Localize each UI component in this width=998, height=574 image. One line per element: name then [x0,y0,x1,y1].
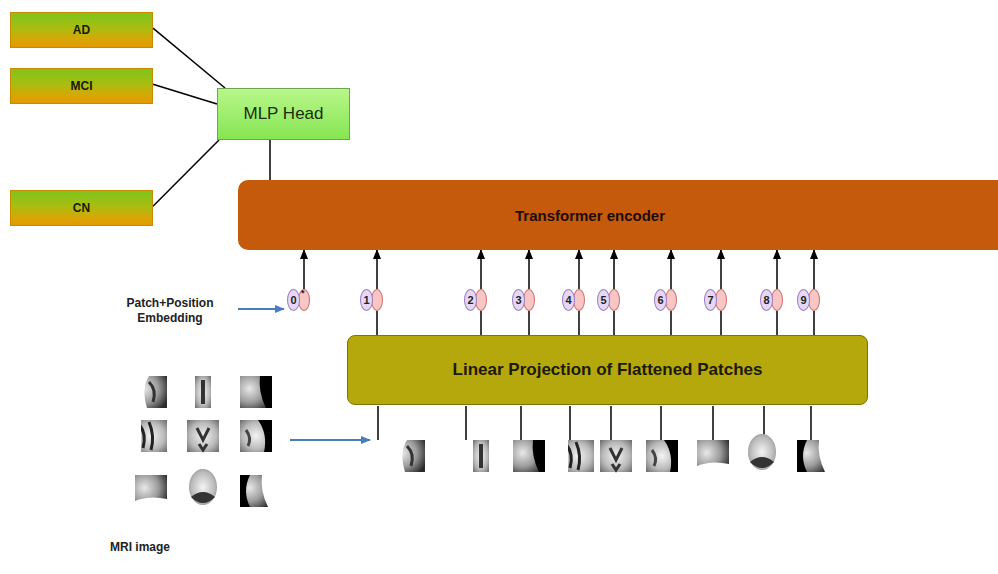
token-embedding: 5 [597,289,621,311]
patch-image [746,434,778,472]
encoder-band: Transformer encoder [238,180,998,250]
position-embedding: 1 [360,289,373,311]
connector [376,250,378,289]
token-number: 8 [763,294,769,306]
connector [613,311,615,335]
node-label: CN [73,201,90,215]
token-embedding: 1 [360,289,384,311]
annotation: Patch+Position Embedding [106,296,234,326]
token-embedding: 3 [512,289,536,311]
position-embedding: 9 [797,289,810,311]
node-label: AD [73,23,90,37]
connector [269,140,271,180]
mri-patch [135,420,167,452]
connector [613,250,615,289]
patch-image [465,440,497,472]
position-embedding: 4 [562,289,575,311]
token-number: 6 [657,294,663,306]
position-embedding: 6 [654,289,667,311]
projection-box: Linear Projection of Flattened Patches [347,335,868,405]
mri-patch [187,420,219,452]
connector [528,311,530,335]
token-number: 3 [515,294,521,306]
connector [776,311,778,335]
connector [153,140,219,206]
connector [670,250,672,289]
class-box: CN [10,190,153,226]
position-embedding: 7 [704,289,717,311]
patch-image [600,440,632,472]
token-number: 9 [800,294,806,306]
position-embedding: 8 [760,289,773,311]
token-number: 4 [565,294,571,306]
mri-patch [135,475,167,507]
patch-image [697,440,729,472]
patch-image [797,440,829,472]
patch-image [562,440,594,472]
position-embedding: 2 [464,289,477,311]
mri-patch [187,376,219,408]
mri-patch [240,420,272,452]
connector [813,311,815,335]
mri-patch [240,376,272,408]
token-number: 2 [467,294,473,306]
token-embedding: 7 [704,289,728,311]
token-embedding: 9 [797,289,821,311]
connector [528,250,530,289]
connector [720,311,722,335]
node-label: Transformer encoder [515,207,665,224]
node-label: Linear Projection of Flattened Patches [453,360,763,380]
connector [578,311,580,335]
connector [303,250,305,289]
connector [376,311,378,335]
mri-patch [187,469,219,507]
token-embedding: 2 [464,289,488,311]
class-box: AD [10,12,153,48]
token-number: 5 [600,294,606,306]
connector [670,311,672,335]
mlp-head-box: MLP Head [217,88,350,140]
position-embedding: 3 [512,289,525,311]
connector [578,250,580,289]
token-embedding: 4 [562,289,586,311]
token-embedding: 8 [760,289,784,311]
flattened-patches [378,406,811,440]
token-embedding: *0 [287,289,311,311]
token-number: 7 [707,294,713,306]
patch-image [513,440,545,472]
class-token-mark: * [301,288,305,298]
connector [153,28,225,88]
token-number: 0 [290,294,296,306]
token-number: 1 [363,294,369,306]
connector [776,250,778,289]
connector [720,250,722,289]
figure-label: MRI image [110,540,200,555]
mri-patch-grid [135,376,272,507]
mri-patch [240,475,272,507]
node-label: MCI [71,79,93,93]
connector [480,311,482,335]
connector [813,250,815,289]
flow-arrow [290,439,370,441]
connector [480,250,482,289]
token-embedding: 6 [654,289,678,311]
position-embedding: 5 [597,289,610,311]
connector [153,84,217,104]
node-label: MLP Head [243,104,323,124]
patch-image [393,440,425,472]
position-embedding: 0 [287,289,300,311]
mri-patch [135,376,167,408]
pointer-arrow [238,308,284,310]
patch-image [646,440,678,472]
class-box: MCI [10,68,153,104]
